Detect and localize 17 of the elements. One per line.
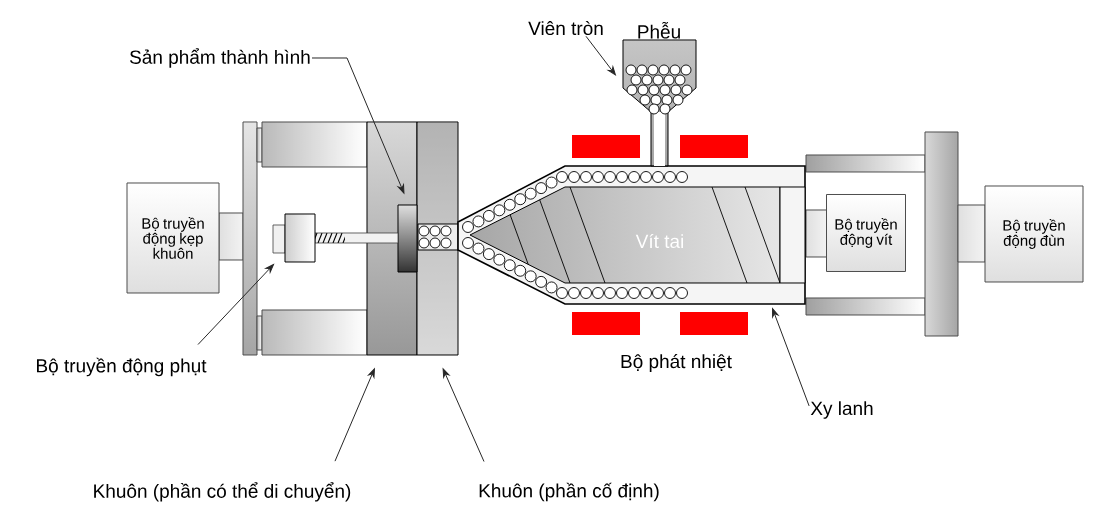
part-label: Viên tròn [528,20,603,36]
node-label: Phễu [638,21,680,39]
part-label: Xy lanh [810,401,873,419]
part-label: Bộ phát nhiệt [621,354,732,372]
part-label: Khuôn (phần cố định) [479,482,659,502]
leader-line [585,35,616,76]
leader-line [772,308,810,407]
part-label: Sản phẩm thành hình [130,48,310,68]
leader-line [311,57,405,194]
molded-part [397,204,418,273]
ejector-drawing [272,213,399,263]
leader-line [442,368,485,462]
leader-line [334,368,375,462]
hopper-drawing: Phễu [622,21,697,167]
part-label: Bộ truyền động phụt [37,357,207,377]
leader-line [197,264,274,345]
part-label: Khuôn (phần có thể di chuyển) [94,482,351,502]
